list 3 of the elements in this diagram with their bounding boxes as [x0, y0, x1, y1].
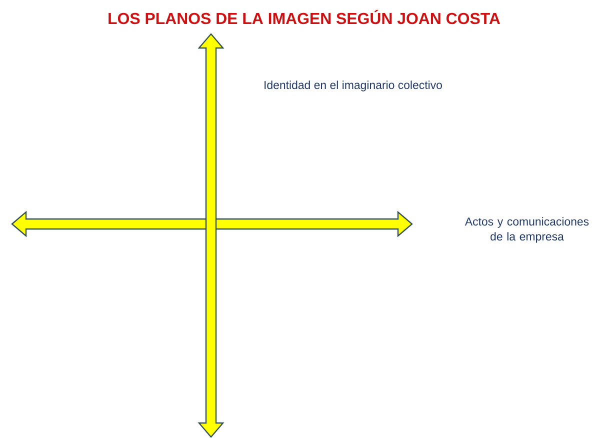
title: LOS PLANOS DE LA IMAGEN SEGÚN JOAN COSTA [108, 10, 500, 24]
axis-label: Actos y comunicaciones de la empresa [464, 217, 589, 243]
axis-label: Identidad en el imaginario colectivo [264, 80, 442, 92]
